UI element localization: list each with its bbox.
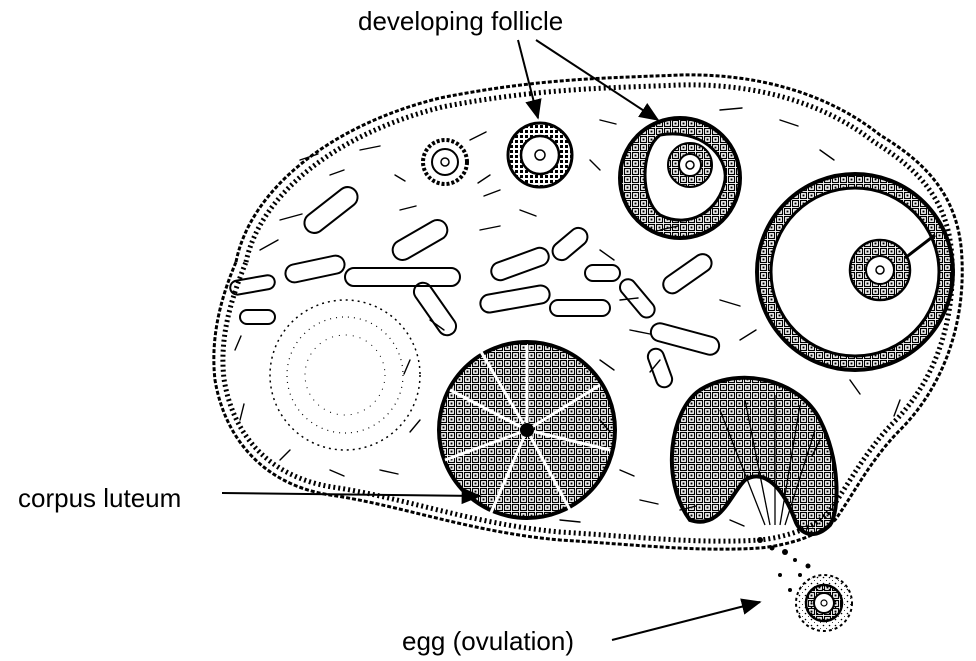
label-corpus-luteum: corpus luteum [18, 485, 181, 511]
label-egg-ovulation: egg (ovulation) [402, 628, 574, 654]
released-egg [796, 575, 852, 631]
primary-follicle-medium [508, 123, 572, 187]
arrow-egg [612, 602, 760, 640]
secondary-follicle [620, 118, 740, 238]
primary-follicle-small [423, 140, 467, 184]
mature-follicle [757, 174, 953, 370]
label-developing-follicle: developing follicle [358, 8, 563, 34]
corpus-luteum [439, 342, 615, 518]
